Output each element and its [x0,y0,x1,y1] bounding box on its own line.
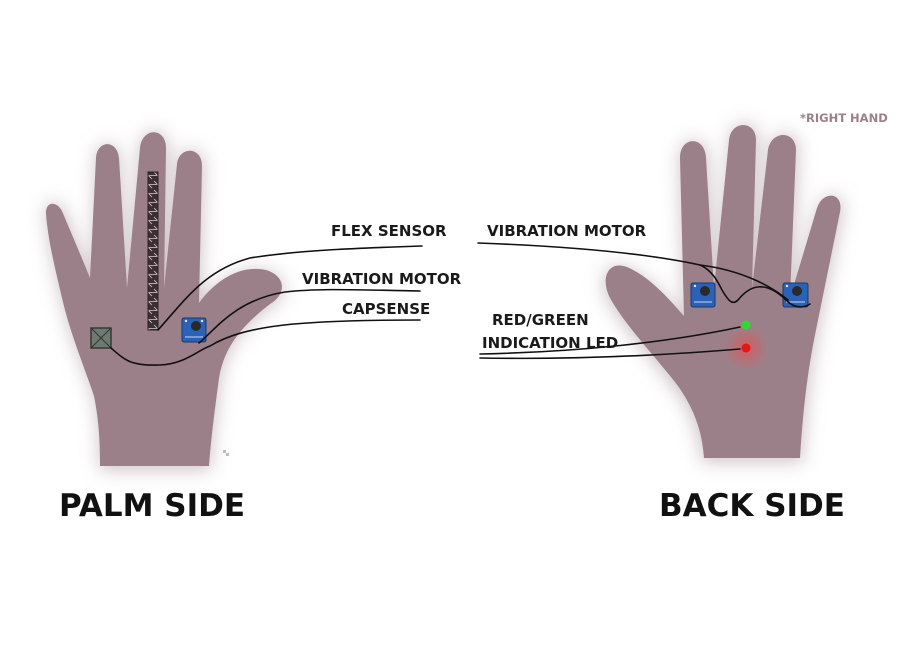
palm-flex-sensor-label: FLEX SENSOR [331,222,447,240]
palm-capsense-label: CAPSENSE [342,300,430,318]
capsense-wire [110,319,421,366]
palm-vibration-wire [198,288,421,344]
led-wire-green [479,326,741,355]
flex-sensor [147,171,159,331]
back-vibration-motor-label: VIBRATION MOTOR [487,222,647,240]
red-led [741,343,751,353]
led-wire-red [479,348,741,360]
palm-hand [45,131,284,470]
back-vibration-wire-branch [699,264,789,301]
palm-side-title: PALM SIDE [59,488,245,524]
back-led-label-line1: RED/GREEN [492,311,589,329]
right-hand-note: *RIGHT HAND [800,111,888,125]
back-vibration-motor-board-left [690,282,716,308]
back-vibration-wire [477,242,811,308]
palm-vibration-motor-board [181,317,207,343]
flex-sensor-wire [157,245,423,331]
checker-mark [223,450,229,456]
palm-hand-body [45,132,282,466]
green-led [741,320,751,330]
back-vibration-motor-board-right [782,282,809,308]
back-side-title: BACK SIDE [659,488,845,524]
capsense-pad [90,327,112,349]
palm-vibration-motor-label: VIBRATION MOTOR [302,270,462,288]
back-led-label-line2: INDICATION LED [482,334,618,352]
